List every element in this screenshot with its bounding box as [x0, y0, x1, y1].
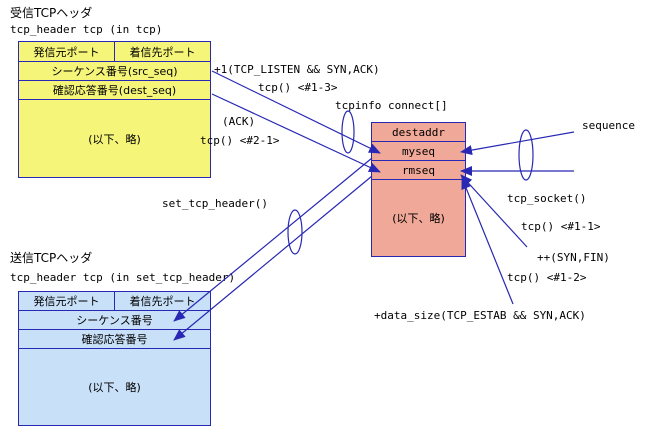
- arrow-myseq-to-send-seq: [173, 157, 373, 322]
- arrow-synfin-to-rmseq: [460, 174, 528, 248]
- recv-header-title: 受信TCPヘッダ: [10, 6, 93, 20]
- label-listen: +1(TCP_LISTEN && SYN,ACK): [214, 63, 380, 76]
- send-header-decl: tcp_header tcp (in set_tcp_header): [10, 271, 236, 284]
- recv-header-table: [18, 41, 211, 178]
- label-ack: (ACK): [222, 115, 256, 128]
- arrow-datasize-to-rmseq: [461, 177, 514, 305]
- label-tcp-1-3: tcp() <#1-3>: [258, 81, 338, 94]
- ellipse-send-arrows: [287, 209, 303, 255]
- recv-header-decl: tcp_header tcp (in tcp): [10, 23, 163, 36]
- ellipse-recv-arrows: [341, 110, 355, 154]
- arrow-dest-seq-to-rmseq: [211, 93, 381, 173]
- tcpinfo-title: tcpinfo connect[]: [335, 99, 448, 112]
- label-tcp-2-1: tcp() <#2-1>: [200, 134, 280, 147]
- tcpinfo-rest: (以下、略): [371, 179, 466, 257]
- arrow-src-seq-to-myseq: [211, 70, 381, 154]
- label-data-size: +data_size(TCP_ESTAB && SYN,ACK): [374, 309, 586, 322]
- arrow-sequence-to-myseq: [460, 131, 575, 156]
- label-set-tcp-header: set_tcp_header(): [162, 197, 268, 210]
- arrow-rmseq-to-send-ack: [173, 175, 373, 341]
- send-header-title: 送信TCPヘッダ: [10, 251, 93, 265]
- recv-rest: (以下、略): [18, 99, 211, 178]
- label-tcp-1-2: tcp() <#1-2>: [507, 271, 587, 284]
- label-tcp-1-1: tcp() <#1-1>: [521, 220, 601, 233]
- label-sequence: sequence: [582, 119, 635, 132]
- label-syn-fin: ++(SYN,FIN): [537, 251, 610, 264]
- ellipse-right-arrows: [518, 129, 534, 181]
- label-tcp-socket: tcp_socket(): [507, 192, 587, 205]
